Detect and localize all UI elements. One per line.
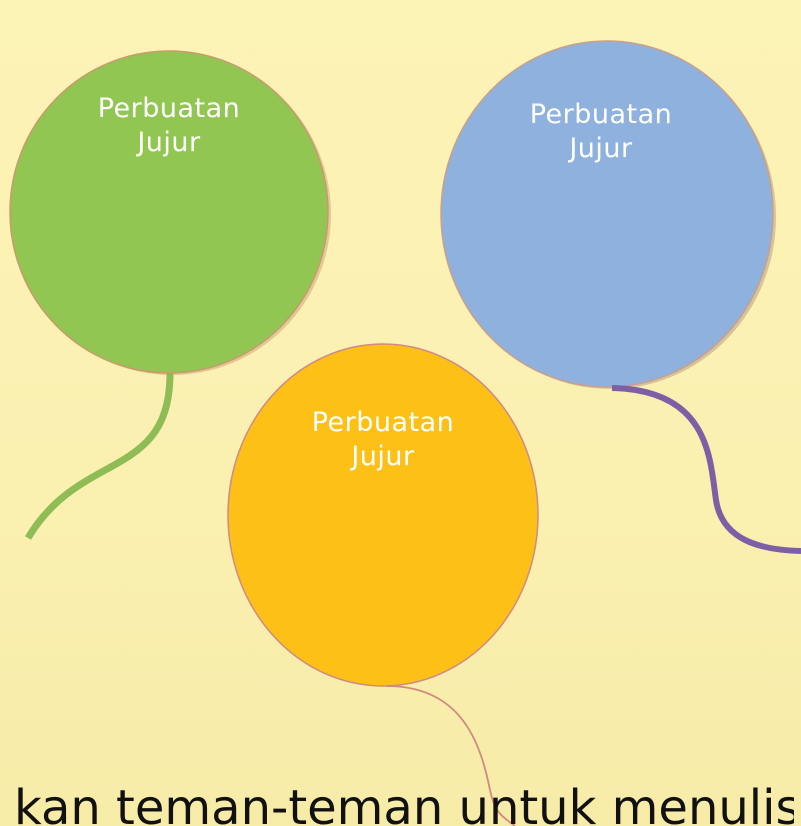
blue-balloon: [440, 40, 774, 388]
green-balloon-string: [24, 372, 174, 540]
orange-balloon-label-line2: Jujur: [351, 441, 415, 472]
blue-balloon-label-line1: Perbuatan: [529, 99, 673, 130]
green-balloon-label-line2: Jujur: [137, 127, 201, 158]
blue-balloon-string: [611, 385, 801, 554]
footer-text: kan teman-teman untuk menuliskan beberap…: [14, 780, 794, 826]
orange-balloon-label: Perbuatan Jujur: [283, 406, 483, 474]
orange-balloon-string: [385, 685, 516, 826]
green-balloon-label: Perbuatan Jujur: [69, 92, 269, 160]
blue-balloon-label: Perbuatan Jujur: [501, 98, 701, 166]
blue-balloon-label-line2: Jujur: [569, 133, 633, 164]
orange-balloon: [227, 343, 539, 687]
green-balloon-label-line1: Perbuatan: [97, 93, 241, 124]
orange-balloon-label-line1: Perbuatan: [311, 407, 455, 438]
